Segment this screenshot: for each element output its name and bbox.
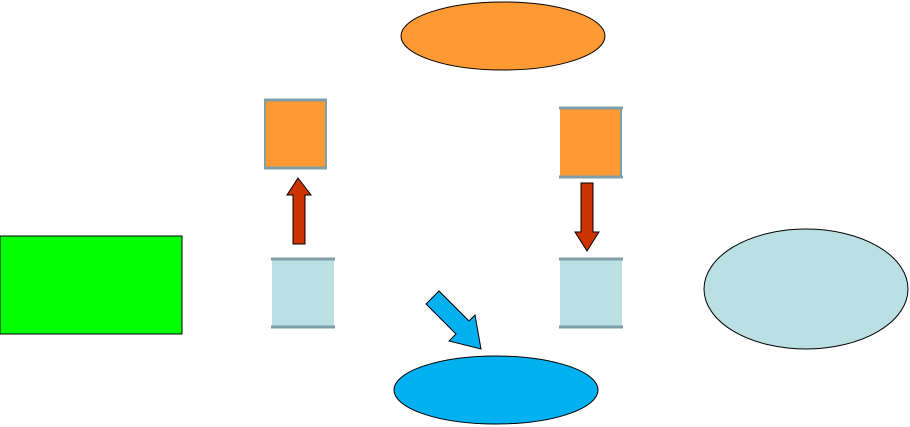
diagonal-arrow: [425, 290, 482, 350]
left-light-blue-square: [271, 257, 335, 329]
right-light-blue-square: [559, 257, 623, 329]
up-arrow: [286, 177, 313, 245]
green-rectangle: [0, 235, 183, 335]
down-arrow: [574, 182, 600, 252]
light-blue-ellipse: [703, 228, 909, 350]
left-orange-square: [264, 98, 327, 170]
top-orange-ellipse: [400, 1, 606, 71]
right-orange-square: [559, 106, 623, 179]
bottom-blue-ellipse: [393, 355, 599, 425]
